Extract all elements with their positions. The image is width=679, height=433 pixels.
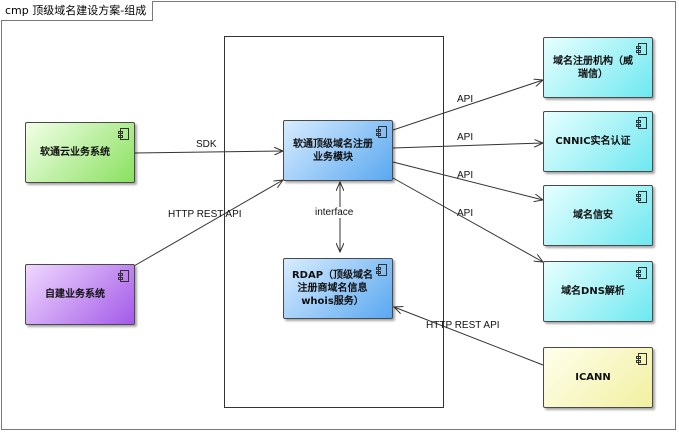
label-http-rest-left: HTTP REST API — [168, 209, 242, 220]
component-icon — [376, 126, 387, 138]
connector-sdk — [133, 151, 283, 153]
component-cnnic[interactable]: CNNIC实名认证 — [543, 111, 653, 172]
label-api-1: API — [457, 94, 474, 105]
connector-api-dns — [392, 177, 543, 262]
component-icon — [636, 117, 647, 129]
component-kingsoft-cloud[interactable]: 软通云业务系统 — [25, 122, 135, 183]
connector-api-cnnic — [392, 143, 543, 149]
component-icon — [636, 43, 647, 55]
label-api-2: API — [457, 132, 474, 143]
connector-http-rest-left — [133, 180, 283, 267]
component-icon — [636, 353, 647, 365]
component-rdap[interactable]: RDAP（顶级域名注册商域名信息whois服务） — [283, 258, 393, 319]
connector-api-registrar — [392, 80, 543, 131]
frame-title: cmp 顶级域名建设方案-组成 — [1, 1, 154, 21]
component-label: ICANN — [575, 372, 611, 383]
component-icon — [118, 128, 129, 140]
component-icon — [118, 270, 129, 282]
component-icann[interactable]: ICANN — [543, 347, 653, 408]
component-label: 自建业务系统 — [45, 289, 105, 300]
label-interface: interface — [314, 207, 355, 218]
component-icon — [376, 264, 387, 276]
component-icon — [636, 191, 647, 203]
component-label: 域名DNS解析 — [561, 286, 625, 297]
component-dns-resolve[interactable]: 域名DNS解析 — [543, 261, 653, 322]
system-boundary — [224, 36, 444, 408]
component-registrar[interactable]: 域名注册机构（威瑞信） — [543, 37, 653, 98]
component-self-built[interactable]: 自建业务系统 — [25, 264, 135, 325]
label-api-3: API — [457, 170, 474, 181]
component-label: CNNIC实名认证 — [555, 136, 631, 147]
component-label: 软通云业务系统 — [40, 147, 110, 158]
component-label: 域名注册机构（威瑞信） — [553, 55, 633, 80]
component-registry-module[interactable]: 软通顶级域名注册业务模块 — [283, 120, 393, 181]
component-label: 域名信安 — [573, 210, 613, 221]
label-http-rest-icann: HTTP REST API — [426, 320, 500, 331]
connector-api-trust — [392, 161, 543, 200]
component-label: 软通顶级域名注册业务模块 — [293, 138, 373, 163]
label-api-4: API — [457, 208, 474, 219]
component-domain-trust[interactable]: 域名信安 — [543, 185, 653, 246]
label-sdk: SDK — [196, 139, 217, 150]
component-label: RDAP（顶级域名注册商域名信息whois服务） — [291, 270, 374, 307]
component-icon — [636, 267, 647, 279]
connector-http-rest-icann — [394, 307, 544, 366]
